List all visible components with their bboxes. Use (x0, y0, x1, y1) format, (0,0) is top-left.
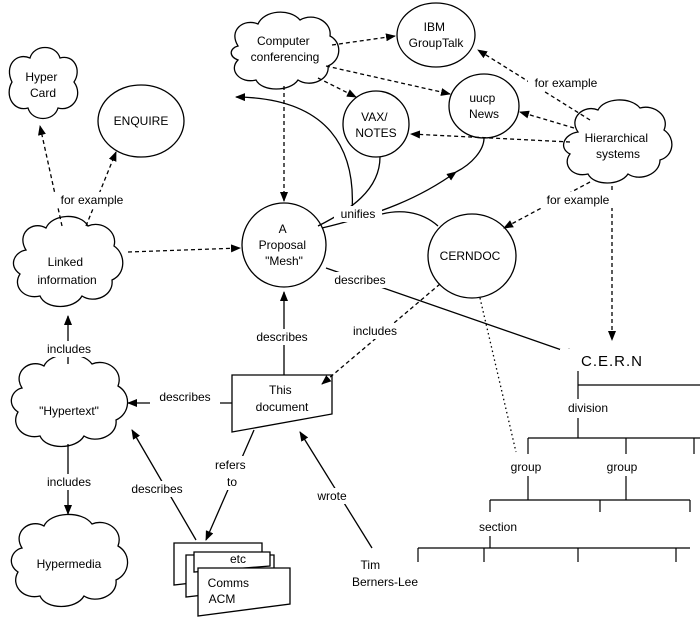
edge-unifies-to-uucp (321, 171, 457, 229)
group-1-bg (502, 458, 550, 476)
comms-acm-label: Comms ACM (208, 576, 253, 606)
for-example-2-bg (528, 75, 604, 91)
hypermedia-label: Hypermedia (37, 557, 102, 571)
includes-hypermedia-bg (40, 474, 98, 490)
edge-conferencing-to-vaxnotes (317, 77, 357, 98)
group-label-2: group (607, 460, 638, 474)
proposal-mesh-label: A Proposal "Mesh" (259, 222, 310, 268)
cerndoc-label: CERNDOC (440, 249, 501, 263)
division-label: division (568, 401, 608, 415)
unifies-bg (334, 206, 382, 222)
describes-mesh-cern-bg (328, 272, 392, 288)
for-example-label-2: for example (535, 76, 598, 90)
describes-hypertext-bg (124, 481, 190, 497)
edge-hierarchical-to-uucp (519, 110, 575, 129)
for-example-label-1: for example (61, 193, 124, 207)
vax-notes-ellipse-shape (342, 90, 410, 158)
section-bg (470, 518, 526, 536)
includes-linked-bg (40, 341, 98, 357)
this-document-trapezoid-shape (231, 374, 333, 433)
ibm-grouptalk-label: IBM GroupTalk (409, 20, 465, 50)
hypercard-label: Hyper Card (25, 70, 60, 100)
uucp-news-ellipse-shape (448, 73, 520, 139)
cern-label: C.E.R.N (581, 353, 643, 370)
for-example-label-3: for example (547, 193, 610, 207)
refers-to-label: refers to (215, 458, 249, 489)
edge-mesh-to-enquire (235, 93, 354, 213)
edge-hierarchical-to-vaxnotes (410, 130, 571, 143)
enquire-label: ENQUIRE (114, 114, 169, 128)
describes-doc-hypertext-bg (150, 389, 220, 405)
includes-cerndoc-label: includes (353, 324, 397, 338)
edge-conferencing-to-uucp (325, 65, 451, 96)
cerndoc-ellipse-shape (427, 213, 517, 299)
refers-to-bg (212, 456, 252, 490)
edge-conferencing-to-grouptalk (331, 33, 396, 46)
hypertext-cloud-shape (10, 353, 129, 448)
edge-linked-to-mesh (127, 244, 241, 253)
includes-cerndoc-bg (346, 323, 404, 339)
describes-mesh-cern-label: describes (334, 273, 385, 287)
stacked-doc-etc-shape (193, 551, 271, 573)
etc-label: etc (230, 552, 246, 566)
wrote-label: wrote (316, 489, 347, 503)
comms-acm-doc-shape (197, 567, 291, 617)
computer-conferencing-label: Computer conferencing (251, 34, 320, 64)
unifies-label: unifies (341, 207, 376, 221)
cern-bg (560, 349, 664, 371)
proposal-mesh-ellipse-shape (241, 202, 327, 288)
vax-notes-label: VAX/ NOTES (355, 110, 396, 140)
uucp-news-label: uucp News (469, 91, 499, 121)
hypermedia-cloud-shape (10, 513, 129, 608)
edge-linked-to-enquire (85, 151, 117, 227)
edge-unifies-cerndoc (381, 211, 439, 227)
division-bg (558, 399, 618, 417)
edge-hierarchical-to-cerndoc (503, 181, 591, 229)
hierarchical-systems-cloud-shape (562, 99, 673, 184)
section-label: section (479, 520, 517, 534)
ibm-grouptalk-ellipse-shape (396, 2, 476, 68)
edge-cerndoc-to-group (479, 297, 517, 453)
edge-uucp-link (455, 137, 485, 173)
includes-linked-label: includes (47, 342, 91, 356)
org-tree-lines (417, 370, 700, 562)
hypertext-label: "Hypertext" (39, 404, 99, 418)
describes-doc-mesh-bg (250, 329, 314, 345)
hierarchical-systems-label: Hierarchical systems (585, 131, 652, 161)
edge-unifies-vaxnotes (317, 156, 381, 227)
group-label-1: group (511, 460, 542, 474)
includes-hypermedia-label: includes (47, 475, 91, 489)
this-document-label: This document (256, 383, 309, 414)
tim-berners-lee-label: Tim Berners-Lee (352, 558, 418, 589)
linked-information-label: Linked information (37, 255, 96, 287)
wrote-bg (312, 488, 352, 504)
describes-hypertext-label: describes (131, 482, 182, 496)
for-example-1-bg (54, 192, 130, 208)
hypercard-cloud-shape (8, 46, 79, 120)
enquire-ellipse-shape (97, 84, 185, 158)
edge-linked-to-hypercard (38, 125, 63, 227)
linked-information-cloud-shape (12, 215, 124, 308)
group-2-bg (598, 458, 646, 476)
for-example-3-bg (540, 192, 616, 208)
describes-doc-mesh-label: describes (256, 330, 307, 344)
describes-doc-hypertext-label: describes (159, 390, 210, 404)
